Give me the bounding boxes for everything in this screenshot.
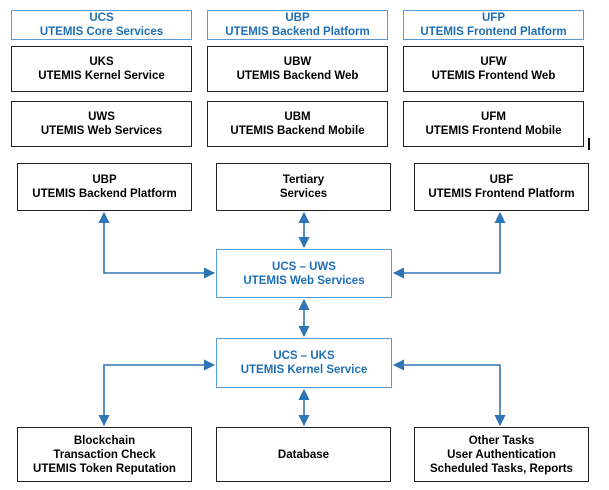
header-ubp: UBP UTEMIS Backend Platform bbox=[207, 10, 388, 40]
header-ucs: UCS UTEMIS Core Services bbox=[11, 10, 192, 40]
module-ufm-code: UFM bbox=[481, 111, 506, 123]
client-ubp-title: UTEMIS Backend Platform bbox=[32, 188, 177, 200]
hub-kernel-service: UCS – UKS UTEMIS Kernel Service bbox=[216, 338, 392, 388]
hub-web-services-code: UCS – UWS bbox=[272, 260, 336, 273]
backend-database-label: Database bbox=[277, 448, 330, 461]
hub-web-services: UCS – UWS UTEMIS Web Services bbox=[216, 249, 392, 298]
header-ufp-code: UFP bbox=[482, 12, 505, 24]
backend-other-tasks-line1: Other Tasks bbox=[468, 434, 535, 447]
header-ufp: UFP UTEMIS Frontend Platform bbox=[403, 10, 584, 40]
module-ubm-code: UBM bbox=[284, 111, 311, 123]
header-ufp-title: UTEMIS Frontend Platform bbox=[420, 26, 567, 38]
arrow-uks-to-blockchain bbox=[98, 359, 216, 427]
backend-database: Database bbox=[216, 427, 391, 482]
module-ufm: UFM UTEMIS Frontend Mobile bbox=[403, 101, 584, 147]
backend-blockchain: Blockchain Transaction Check UTEMIS Toke… bbox=[17, 427, 192, 482]
backend-other-tasks: Other Tasks User Authentication Schedule… bbox=[414, 427, 589, 482]
backend-other-tasks-line3: Scheduled Tasks, Reports bbox=[430, 462, 573, 475]
client-ubp: UBP UTEMIS Backend Platform bbox=[17, 163, 192, 211]
backend-blockchain-line1: Blockchain bbox=[73, 434, 136, 447]
backend-blockchain-line2: Transaction Check bbox=[53, 448, 156, 461]
client-ubf-code: UBF bbox=[489, 174, 514, 186]
header-ucs-code: UCS bbox=[89, 12, 114, 24]
backend-blockchain-line3: UTEMIS Token Reputation bbox=[33, 462, 176, 475]
hub-web-services-title: UTEMIS Web Services bbox=[243, 274, 365, 287]
backend-other-tasks-line2: User Authentication bbox=[447, 448, 556, 461]
module-uws: UWS UTEMIS Web Services bbox=[11, 101, 192, 147]
module-ubw-title: UTEMIS Backend Web bbox=[236, 70, 359, 82]
client-ubf: UBF UTEMIS Frontend Platform bbox=[414, 163, 589, 211]
client-tertiary: Tertiary Services bbox=[216, 163, 391, 211]
module-uws-title: UTEMIS Web Services bbox=[40, 125, 163, 137]
arrow-ubp-to-uws bbox=[98, 211, 216, 279]
header-ubp-title: UTEMIS Backend Platform bbox=[225, 26, 370, 38]
arrow-uks-to-other-tasks bbox=[392, 359, 506, 427]
hub-kernel-service-code: UCS – UKS bbox=[273, 350, 335, 362]
client-tertiary-line1: Tertiary bbox=[282, 174, 325, 186]
header-ucs-title: UTEMIS Core Services bbox=[39, 26, 164, 38]
module-ubw-code: UBW bbox=[283, 56, 312, 68]
module-uws-code: UWS bbox=[88, 111, 115, 123]
client-ubp-code: UBP bbox=[92, 174, 117, 186]
client-tertiary-line2: Services bbox=[279, 188, 328, 200]
module-uks: UKS UTEMIS Kernel Service bbox=[11, 46, 192, 92]
module-ubw: UBW UTEMIS Backend Web bbox=[207, 46, 388, 92]
header-ubp-code: UBP bbox=[285, 12, 310, 24]
module-ufw: UFW UTEMIS Frontend Web bbox=[403, 46, 584, 92]
client-ubf-title: UTEMIS Frontend Platform bbox=[428, 188, 575, 200]
module-ubm: UBM UTEMIS Backend Mobile bbox=[207, 101, 388, 147]
module-ubm-title: UTEMIS Backend Mobile bbox=[230, 125, 365, 137]
module-uks-code: UKS bbox=[89, 56, 114, 68]
module-ufw-title: UTEMIS Frontend Web bbox=[431, 70, 556, 82]
arrow-ubf-to-uws bbox=[392, 211, 506, 279]
module-ufm-title: UTEMIS Frontend Mobile bbox=[425, 125, 562, 137]
edge-mark bbox=[588, 138, 590, 150]
module-uks-title: UTEMIS Kernel Service bbox=[38, 70, 165, 82]
module-ufw-code: UFW bbox=[480, 56, 507, 68]
hub-kernel-service-title: UTEMIS Kernel Service bbox=[240, 364, 368, 376]
